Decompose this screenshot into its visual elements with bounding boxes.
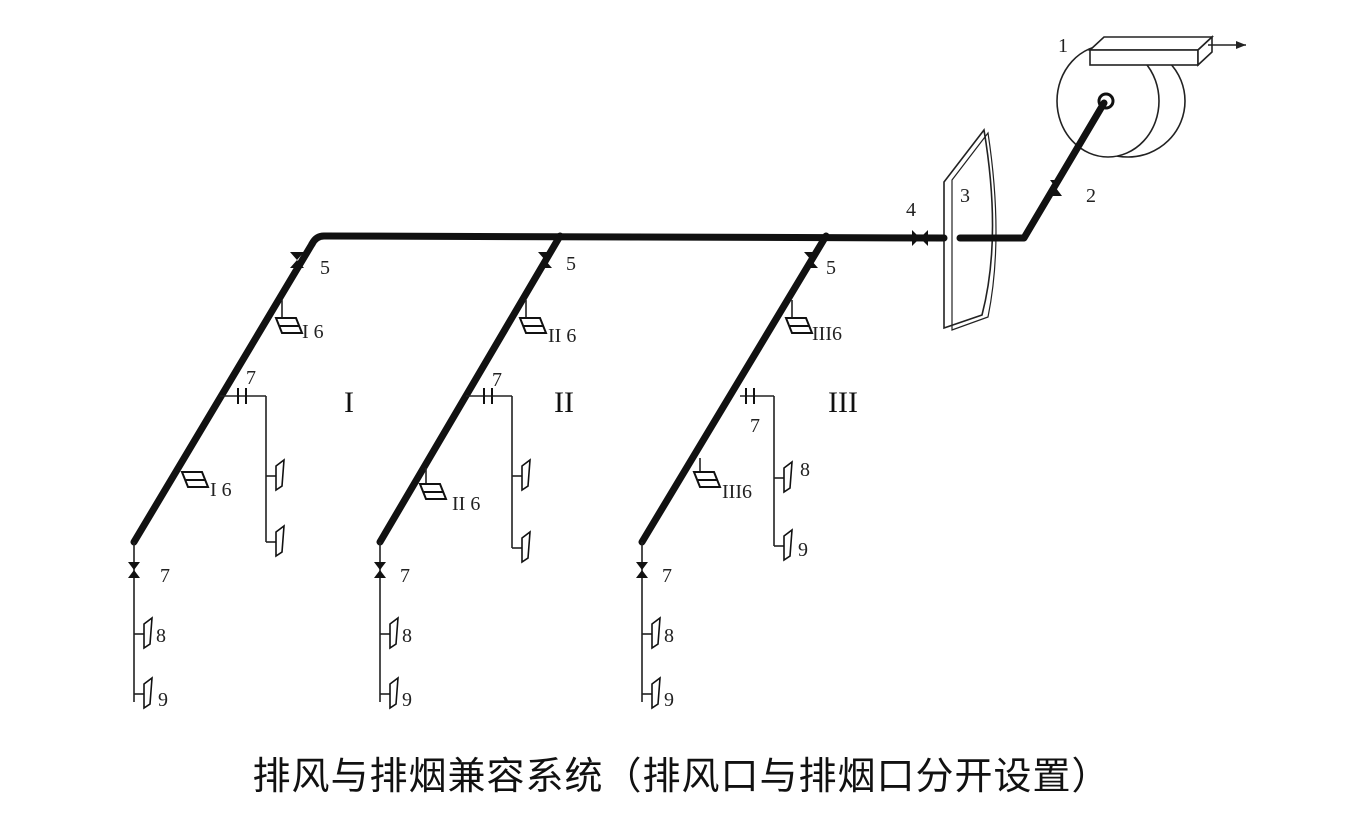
exhaust-fan (1056, 35, 1246, 158)
main-horizontal-duct (308, 232, 948, 248)
label-smoke-iii-upper: III6 (812, 323, 842, 345)
label-shaft: 3 (960, 185, 970, 207)
label-fan: 1 (1058, 35, 1068, 57)
smoke-outlet-i-lower (180, 471, 210, 488)
branch-duct-iii (638, 232, 830, 546)
zone-label-i: I (344, 386, 354, 419)
label-bottom-outlet-ii-8: 8 (402, 625, 412, 647)
label-side-valve-ii: 7 (492, 369, 502, 391)
label-branch-valve-iii: 5 (826, 257, 836, 279)
label-bottom-valve-i: 7 (160, 565, 170, 587)
branch-valve-iii (804, 252, 818, 268)
label-side-valve-iii: 7 (750, 415, 760, 437)
main-duct (956, 99, 1108, 242)
zone-label-ii: II (554, 386, 574, 419)
label-bottom-outlet-ii-9: 9 (402, 689, 412, 711)
label-smoke-i-lower: I 6 (210, 479, 232, 501)
smoke-outlet-ii-upper (518, 300, 548, 334)
branch-valve-i (290, 252, 304, 268)
side-branch-i (220, 388, 285, 558)
label-branch-valve-i: 5 (320, 257, 330, 279)
branch-valve-ii (538, 252, 552, 268)
smoke-outlet-ii-lower (418, 468, 448, 500)
label-bottom-outlet-iii-8: 8 (664, 625, 674, 647)
label-side-valve-i: 7 (246, 367, 256, 389)
smoke-outlet-i-upper (274, 300, 304, 334)
label-bottom-outlet-i-9: 9 (158, 689, 168, 711)
smoke-shaft (943, 128, 997, 331)
bottom-branch-iii (636, 542, 661, 710)
smoke-outlet-iii-upper (784, 300, 814, 334)
label-smoke-ii-lower: II 6 (452, 493, 480, 515)
zone-label-iii: III (828, 386, 858, 419)
label-main-valve: 4 (906, 199, 916, 221)
diagram-caption: 排风与排烟兼容系统（排风口与排烟口分开设置） (252, 754, 1111, 798)
label-bottom-outlet-i-8: 8 (156, 625, 166, 647)
side-branch-iii (740, 388, 793, 562)
label-smoke-i-upper: I 6 (302, 321, 324, 343)
side-branch-ii (466, 388, 531, 564)
label-fan-valve: 2 (1086, 185, 1096, 207)
fan-valve (1050, 180, 1062, 196)
label-smoke-ii-upper: II 6 (548, 325, 576, 347)
label-branch-valve-ii: 5 (566, 253, 576, 275)
label-bottom-valve-ii: 7 (400, 565, 410, 587)
main-valve (912, 230, 928, 246)
label-side-outlet-iii-lower: 9 (798, 539, 808, 561)
label-side-outlet-iii-upper: 8 (800, 459, 810, 481)
bottom-branch-ii (374, 542, 399, 710)
label-smoke-iii-lower: III6 (722, 481, 752, 503)
bottom-branch-i (128, 542, 153, 710)
smoke-outlet-iii-lower (692, 458, 722, 488)
branch-duct-ii (376, 232, 564, 546)
branch-duct-i (130, 240, 316, 546)
label-bottom-outlet-iii-9: 9 (664, 689, 674, 711)
label-bottom-valve-iii: 7 (662, 565, 672, 587)
